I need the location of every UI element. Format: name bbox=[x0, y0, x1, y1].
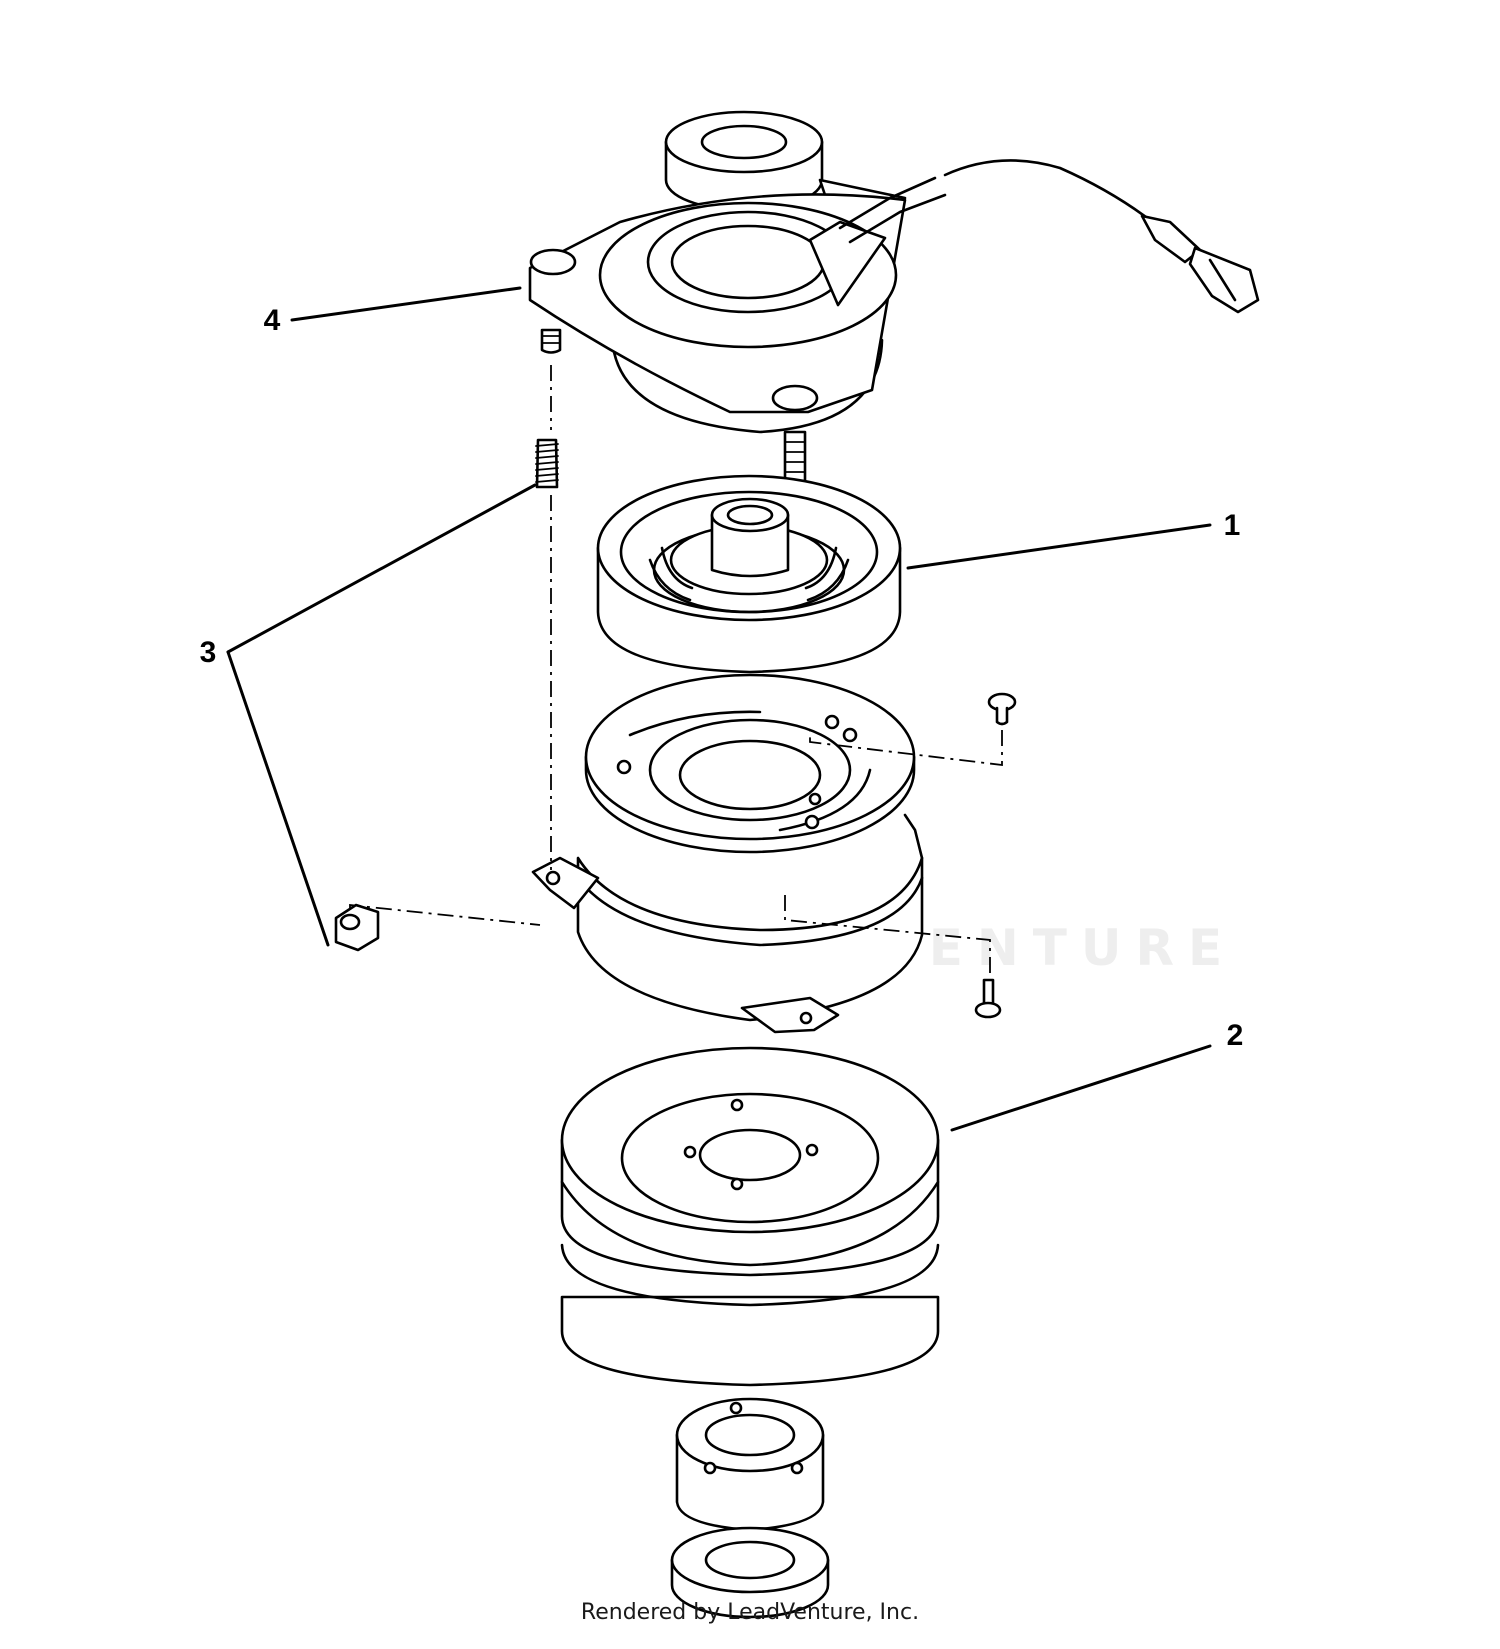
bottom-bearing bbox=[670, 1526, 830, 1619]
callout-2: 2 bbox=[1227, 1019, 1244, 1052]
callout-1: 1 bbox=[1224, 509, 1241, 542]
footer-credit: Rendered by LeadVenture, Inc. bbox=[580, 1600, 920, 1625]
callout-3: 3 bbox=[200, 636, 217, 669]
callout-4: 4 bbox=[264, 304, 281, 337]
assembly-lines bbox=[349, 365, 1003, 978]
armature-plate bbox=[584, 673, 916, 854]
wire-lead bbox=[838, 159, 1260, 314]
brake-bracket bbox=[531, 813, 924, 1034]
rotor bbox=[596, 474, 902, 674]
hardware-bolts bbox=[974, 692, 1017, 1019]
spacer bbox=[675, 1397, 825, 1532]
callout-leaders bbox=[226, 286, 1212, 1132]
pulley bbox=[560, 1046, 940, 1387]
spring bbox=[535, 438, 559, 489]
field-coil-assembly bbox=[528, 178, 907, 487]
hex-nut bbox=[334, 903, 380, 952]
